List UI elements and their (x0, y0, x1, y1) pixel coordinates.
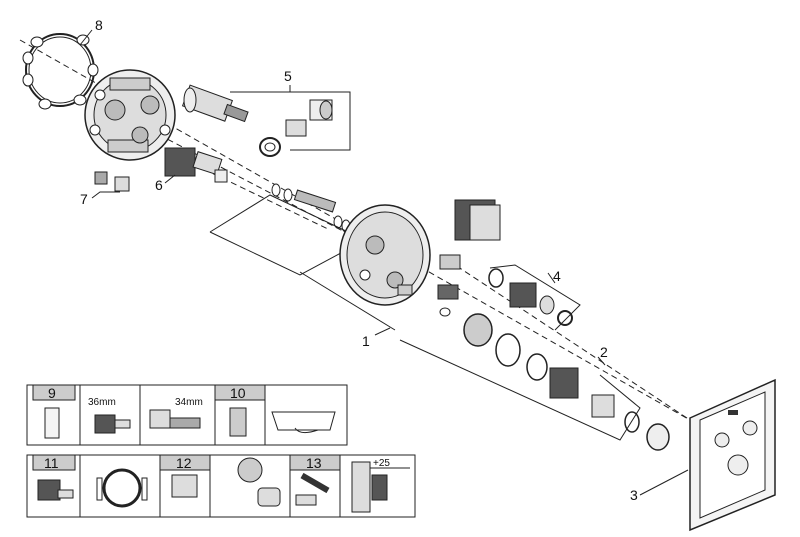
legend-cell-11: 11 (44, 455, 59, 471)
callout-3: 3 (630, 487, 638, 503)
legend-row-1-icons (44, 407, 336, 439)
spindle-with-o-rings (271, 183, 351, 233)
legend-size-34mm: 34mm (175, 397, 203, 408)
callout-5: 5 (284, 68, 292, 84)
cartridge-part-5 (181, 84, 333, 157)
callout-2: 2 (600, 344, 608, 360)
legend-row-2-icons (37, 457, 410, 513)
screws-part-7 (94, 171, 130, 192)
legend-cell-12: 12 (176, 455, 192, 471)
valve-body (84, 69, 176, 161)
callout-4: 4 (553, 268, 561, 284)
retaining-ring-part-8 (22, 33, 99, 110)
callout-7: 7 (80, 191, 88, 207)
mounting-plate-part-1 (339, 204, 431, 306)
legend-dim-25: +25 (373, 458, 390, 469)
callout-6: 6 (155, 177, 163, 193)
legend-cell-13: 13 (306, 455, 322, 471)
hose-holder (437, 199, 501, 317)
legend-size-36mm: 36mm (88, 397, 116, 408)
legend-row-2 (26, 454, 416, 518)
legend-cell-9: 9 (48, 385, 56, 401)
connector-part-4 (488, 268, 573, 326)
legend-cell-10: 10 (230, 385, 246, 401)
trim-assembly-part-2 (463, 313, 670, 451)
wall-plate-part-3 (689, 378, 776, 532)
callout-1: 1 (362, 333, 370, 349)
callout-8: 8 (95, 17, 103, 33)
legend-row-1 (26, 384, 348, 446)
cartridge-part-6 (164, 147, 228, 183)
